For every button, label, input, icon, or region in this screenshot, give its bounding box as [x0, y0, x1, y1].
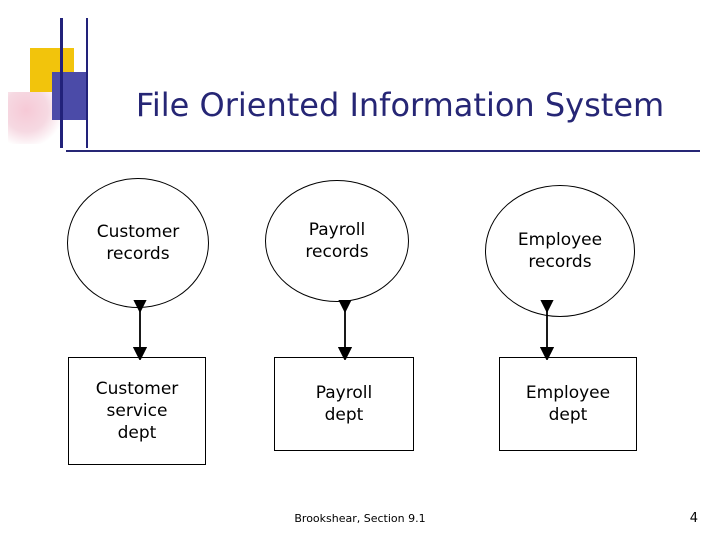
box-payroll-line1: Payroll — [315, 383, 373, 403]
ellipse-employee-records-line2: records — [528, 252, 592, 272]
box-payroll-dept-text: Payroll dept — [316, 382, 372, 426]
box-employee-dept: Employee dept — [499, 357, 637, 451]
footer-source-citation: Brookshear, Section 9.1 — [294, 512, 426, 525]
footer-page-number: 4 — [689, 511, 698, 526]
box-customer-line2: service — [106, 401, 168, 421]
ellipse-employee-records-line1: Employee — [517, 230, 603, 250]
decorative-corner-graphic — [0, 0, 110, 160]
box-employee-line1: Employee — [525, 383, 611, 403]
box-employee-line2: dept — [548, 405, 588, 425]
ellipse-payroll-records-line1: Payroll — [308, 220, 366, 240]
box-customer-service-dept: Customer service dept — [68, 357, 206, 465]
box-customer-service-dept-text: Customer service dept — [96, 378, 179, 444]
ellipse-employee-records: Employee records — [485, 185, 635, 317]
connector-payroll — [337, 300, 353, 360]
ellipse-customer-records-line2: records — [106, 244, 170, 264]
deco-vertical-bar-right — [86, 18, 88, 148]
box-payroll-dept: Payroll dept — [274, 357, 414, 451]
deco-blue-square — [52, 72, 88, 120]
title-divider — [66, 150, 700, 152]
ellipse-customer-records-line1: Customer — [96, 222, 180, 242]
box-employee-dept-text: Employee dept — [526, 382, 610, 426]
ellipse-payroll-records-line2: records — [305, 242, 369, 262]
box-payroll-line2: dept — [324, 405, 364, 425]
ellipse-payroll-records: Payroll records — [265, 180, 409, 302]
ellipse-customer-records: Customer records — [67, 178, 209, 308]
box-customer-line3: dept — [117, 423, 157, 443]
deco-pink-blob — [8, 92, 60, 144]
deco-vertical-bar-left — [60, 18, 63, 148]
ellipse-customer-records-text: Customer records — [97, 221, 180, 265]
box-customer-line1: Customer — [95, 379, 179, 399]
ellipse-payroll-records-text: Payroll records — [305, 219, 368, 263]
connector-customer — [132, 300, 148, 360]
ellipse-employee-records-text: Employee records — [518, 229, 602, 273]
slide-title: File Oriented Information System — [135, 86, 665, 124]
